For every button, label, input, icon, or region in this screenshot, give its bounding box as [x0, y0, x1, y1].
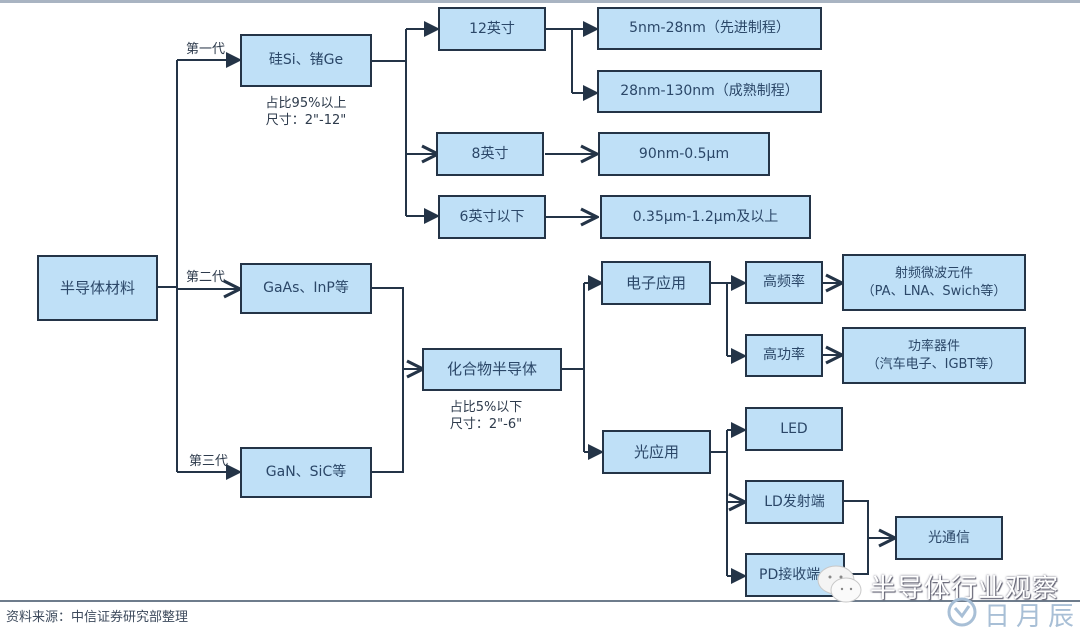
node-gen2-materials: GaAs、InP等 [240, 263, 372, 314]
compound-note: 占比5%以下 尺寸：2"-6" [436, 400, 536, 434]
node-wafer-6in: 6英寸以下 [438, 195, 546, 239]
node-gen3-materials: GaN、SiC等 [240, 447, 372, 498]
brand-logo-icon [947, 597, 977, 627]
node-ld-emitter: LD发射端 [745, 480, 844, 524]
node-optical-comm: 光通信 [895, 516, 1003, 560]
node-wafer-8in: 8英寸 [436, 132, 544, 176]
label-gen1: 第一代 [186, 42, 226, 57]
edge-gen2-merge [371, 287, 404, 473]
node-high-power: 高功率 [745, 334, 823, 377]
rf-examples: （PA、LNA、Swich等） [861, 283, 1007, 299]
source-note: 资料来源：中信证券研究部整理 [6, 610, 189, 625]
top-border-line [0, 0, 1080, 3]
gen1-note: 占比95%以上 尺寸：2"-12" [244, 96, 368, 130]
node-root: 半导体材料 [37, 255, 158, 321]
node-gen1-materials: 硅Si、锗Ge [240, 34, 372, 87]
power-examples: （汽车电子、IGBT等） [866, 356, 1002, 372]
node-high-frequency: 高频率 [745, 261, 823, 304]
wechat-logo-icon [817, 565, 862, 603]
gen1-share: 占比95%以上 [265, 96, 347, 111]
node-optical: 光应用 [602, 430, 711, 474]
compound-size: 尺寸：2"-6" [449, 416, 523, 432]
watermark-brand: 日月辰 [984, 602, 1080, 632]
node-electronic: 电子应用 [601, 261, 711, 305]
node-process-8in: 90nm-0.5μm [598, 132, 770, 176]
footer-divider [0, 600, 1080, 602]
node-wafer-12in: 12英寸 [438, 7, 546, 51]
compound-share: 占比5%以下 [449, 400, 523, 415]
node-process-mature: 28nm-130nm（成熟制程） [597, 70, 822, 113]
node-power-devices: 功率器件 （汽车电子、IGBT等） [842, 327, 1026, 384]
node-compound: 化合物半导体 [422, 348, 562, 391]
node-process-advanced: 5nm-28nm（先进制程） [597, 7, 822, 50]
node-rf-components: 射频微波元件 （PA、LNA、Swich等） [842, 254, 1026, 311]
node-process-6in: 0.35μm-1.2μm及以上 [600, 195, 811, 239]
label-gen3: 第三代 [189, 454, 229, 469]
rf-title: 射频微波元件 [894, 265, 973, 281]
label-gen2: 第二代 [186, 270, 226, 285]
power-title: 功率器件 [907, 338, 960, 354]
gen1-size: 尺寸：2"-12" [265, 112, 347, 128]
node-led: LED [745, 407, 843, 451]
